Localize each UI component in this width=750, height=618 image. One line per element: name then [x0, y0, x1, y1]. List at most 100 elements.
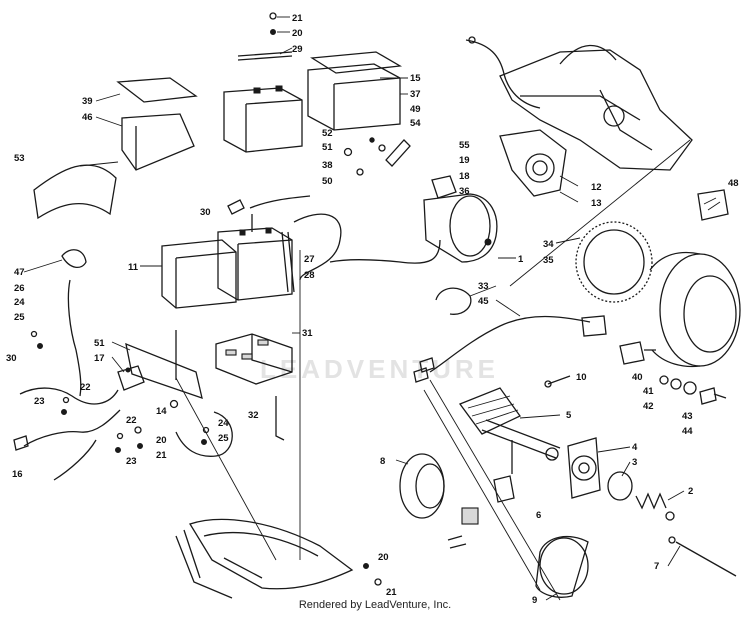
callout-label: 23 — [126, 456, 137, 467]
thrust-washer — [545, 447, 559, 461]
washer — [670, 378, 682, 390]
battery-terminal — [253, 87, 261, 94]
callout-label: 52 — [322, 128, 333, 139]
mounting-bracket — [125, 330, 203, 399]
battery-strap — [237, 51, 293, 61]
washer — [270, 29, 276, 35]
callout-label: 31 — [302, 328, 313, 339]
sensor-switch — [619, 341, 656, 365]
battery-tray — [215, 333, 293, 385]
thru-bolt-long — [675, 541, 737, 577]
washer — [363, 563, 369, 569]
callout-label: 2 — [688, 486, 693, 497]
nut — [61, 409, 67, 415]
nut — [115, 447, 121, 453]
callout-label: 28 — [304, 270, 315, 281]
armature-windings — [467, 395, 519, 425]
belly-pan-inner — [203, 532, 319, 579]
callout-label: 33 — [478, 281, 489, 292]
starter-end — [449, 195, 491, 257]
callout-label: 22 — [126, 415, 137, 426]
decal — [697, 189, 729, 221]
callout-label: 8 — [380, 456, 385, 467]
starter-terminal — [484, 238, 492, 246]
nut — [668, 536, 676, 544]
armature — [458, 387, 521, 435]
callout-label: 11 — [128, 262, 139, 273]
callout-label: 37 — [410, 89, 421, 100]
callout-labels: 21 20 29 15 37 49 54 39 46 52 51 38 50 5… — [6, 13, 739, 606]
callout-label: 38 — [322, 160, 333, 171]
return-spring — [635, 492, 667, 510]
callout-label: 13 — [591, 198, 602, 209]
callout-label: 30 — [6, 353, 17, 364]
callout-label: 42 — [643, 401, 654, 412]
callout-label: 44 — [682, 426, 693, 437]
connector — [13, 435, 29, 451]
callout-label: 50 — [322, 176, 333, 187]
callout-label: 25 — [14, 312, 25, 323]
battery-cover — [121, 113, 195, 171]
callout-label: 5 — [566, 410, 572, 421]
callout-label: 32 — [248, 410, 259, 421]
bolt-head — [544, 380, 552, 388]
callout-label: 36 — [459, 186, 470, 197]
nut — [137, 443, 143, 449]
heat-shield — [33, 164, 117, 220]
starter-bracket — [499, 129, 567, 197]
nut — [356, 168, 364, 176]
battery-terminal — [239, 229, 246, 236]
flywheel-hub — [683, 275, 737, 353]
washer — [659, 375, 669, 385]
battery-pad — [310, 51, 403, 74]
bolt — [343, 147, 353, 157]
callout-label: 24 — [14, 297, 25, 308]
cable-clip — [385, 139, 411, 167]
callout-label: 23 — [34, 396, 45, 407]
battery-cable — [175, 411, 233, 457]
decal-hatch — [703, 197, 721, 211]
nut — [269, 12, 277, 20]
callout-label: 45 — [478, 296, 489, 307]
brushes — [447, 475, 515, 549]
callout-label: 48 — [728, 178, 739, 189]
field-housing — [535, 535, 589, 598]
nut — [201, 439, 207, 445]
callout-label: 20 — [292, 28, 303, 39]
nut — [378, 144, 386, 152]
callout-label: 26 — [14, 283, 25, 294]
nut — [37, 343, 43, 349]
flywheel-rim — [649, 251, 701, 368]
watermark-text: LEADVENTURE — [260, 354, 499, 384]
callout-label: 47 — [14, 267, 25, 278]
hold-down-rod — [275, 396, 285, 441]
cable-end — [281, 231, 295, 293]
callout-label: 29 — [292, 44, 303, 55]
battery-cable — [249, 195, 311, 232]
callout-label: 54 — [410, 118, 421, 129]
drive-bore — [571, 455, 597, 481]
end-cap-inner — [415, 463, 445, 509]
callout-label: 51 — [322, 142, 333, 153]
battery-cable — [293, 213, 342, 281]
callout-label: 7 — [654, 561, 659, 572]
callout-label: 25 — [218, 433, 229, 444]
callout-label: 55 — [459, 140, 470, 151]
drive-pinion — [607, 471, 633, 501]
callout-label: 43 — [682, 411, 693, 422]
callout-label: 12 — [591, 182, 602, 193]
callout-label: 40 — [632, 372, 643, 383]
footer-credit: Rendered by LeadVenture, Inc. — [298, 599, 452, 611]
washer — [116, 432, 124, 440]
belly-pan — [189, 518, 354, 590]
harness-terminal — [413, 357, 435, 383]
battery-box-lower — [161, 239, 237, 309]
callout-label: 17 — [94, 353, 105, 364]
callout-label: 15 — [410, 73, 421, 84]
battery-box — [307, 63, 401, 131]
callout-label: 21 — [386, 587, 397, 598]
callout-label: 24 — [218, 418, 229, 429]
callout-label: 22 — [80, 382, 91, 393]
leader-line — [175, 377, 277, 561]
